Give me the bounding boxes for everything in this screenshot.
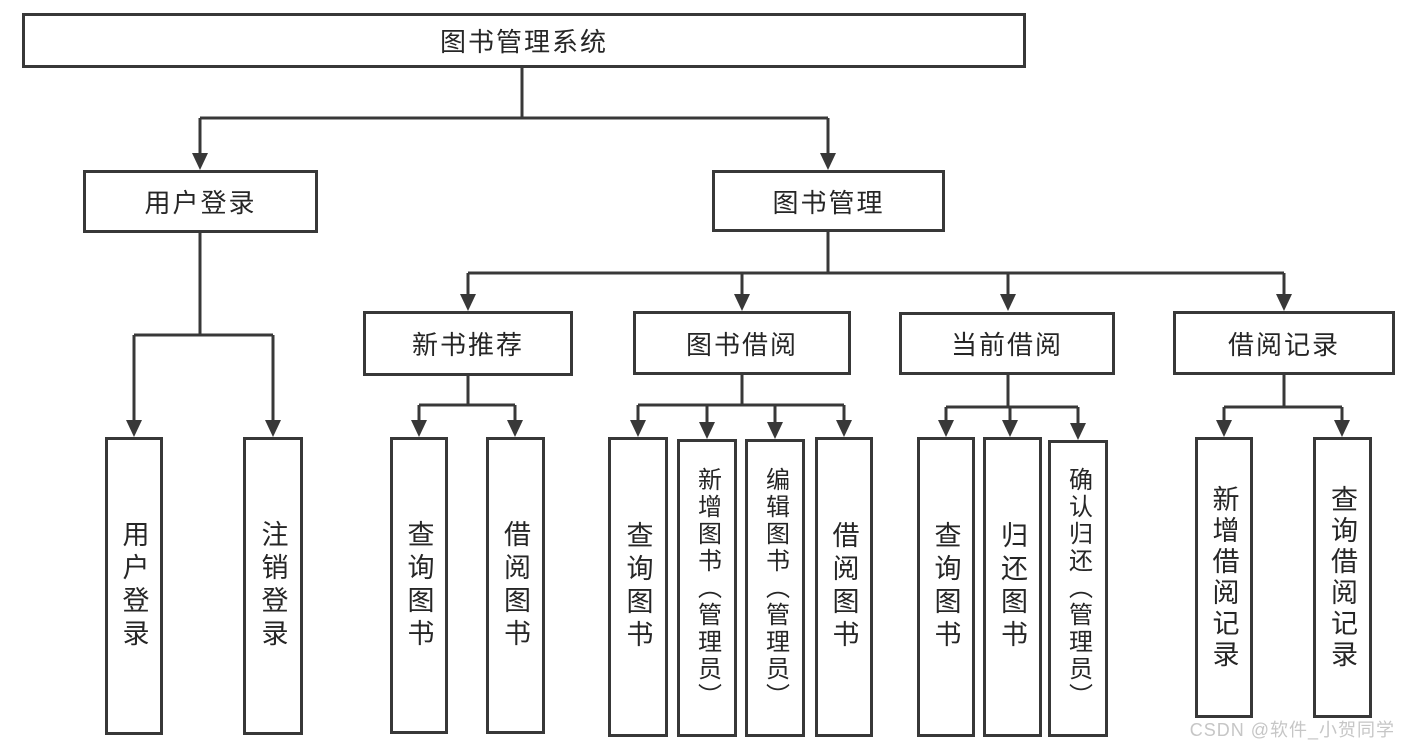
leaf-borrow-query-books-label: 查询图书 <box>622 521 653 653</box>
leaf-borrow-edit-books-admin-label: 编辑图书（管理员） <box>761 466 789 710</box>
tree-edges <box>132 68 1344 427</box>
leaf-logout-label: 注销登录 <box>257 520 288 652</box>
leaf-newrec-borrow-books: 借阅图书 <box>486 437 545 734</box>
node-user-login: 用户登录 <box>83 170 318 233</box>
leaf-current-confirm-return-admin-label: 确认归还（管理员） <box>1064 467 1092 710</box>
leaf-newrec-borrow-books-label: 借阅图书 <box>500 519 530 652</box>
node-book-management-label: 图书管理 <box>772 187 885 218</box>
node-new-book-recommend-label: 新书推荐 <box>411 330 524 360</box>
node-book-management: 图书管理 <box>712 170 945 232</box>
node-current-borrow-label: 当前借阅 <box>950 330 1063 360</box>
leaf-borrow-add-books-admin: 新增图书（管理员） <box>677 439 737 737</box>
leaf-borrow-query-books: 查询图书 <box>608 437 668 737</box>
node-current-borrow: 当前借阅 <box>899 312 1115 375</box>
node-borrow-records-label: 借阅记录 <box>1227 329 1340 360</box>
leaf-borrow-add-books-admin-label: 新增图书（管理员） <box>693 466 721 710</box>
leaf-borrow-borrow-books: 借阅图书 <box>815 437 873 737</box>
leaf-logout: 注销登录 <box>243 437 303 735</box>
leaf-current-confirm-return-admin: 确认归还（管理员） <box>1048 440 1108 737</box>
leaf-newrec-query-books: 查询图书 <box>390 437 448 734</box>
leaf-borrow-borrow-books-label: 借阅图书 <box>828 521 859 653</box>
node-root: 图书管理系统 <box>22 13 1026 68</box>
leaf-record-add-borrow-record: 新增借阅记录 <box>1195 437 1253 718</box>
leaf-user-login-label: 用户登录 <box>118 520 149 652</box>
leaf-user-login: 用户登录 <box>105 437 163 735</box>
leaf-current-return-books-label: 归还图书 <box>997 521 1027 653</box>
arrowheads <box>126 153 1350 440</box>
leaf-current-return-books: 归还图书 <box>983 437 1042 737</box>
node-book-borrow-label: 图书借阅 <box>685 329 798 360</box>
node-user-login-label: 用户登录 <box>144 188 257 218</box>
leaf-record-add-borrow-record-label: 新增借阅记录 <box>1208 484 1239 671</box>
node-book-borrow: 图书借阅 <box>633 311 851 375</box>
watermark: CSDN @软件_小贺同学 <box>1189 720 1395 740</box>
leaf-newrec-query-books-label: 查询图书 <box>403 519 434 652</box>
leaf-current-query-books-label: 查询图书 <box>930 521 961 653</box>
node-root-label: 图书管理系统 <box>439 27 608 57</box>
leaf-borrow-edit-books-admin: 编辑图书（管理员） <box>745 439 805 737</box>
leaf-record-query-borrow-record-label: 查询借阅记录 <box>1327 484 1357 671</box>
node-new-book-recommend: 新书推荐 <box>363 311 573 376</box>
node-borrow-records: 借阅记录 <box>1173 311 1395 375</box>
leaf-record-query-borrow-record: 查询借阅记录 <box>1313 437 1372 718</box>
leaf-current-query-books: 查询图书 <box>917 437 975 737</box>
